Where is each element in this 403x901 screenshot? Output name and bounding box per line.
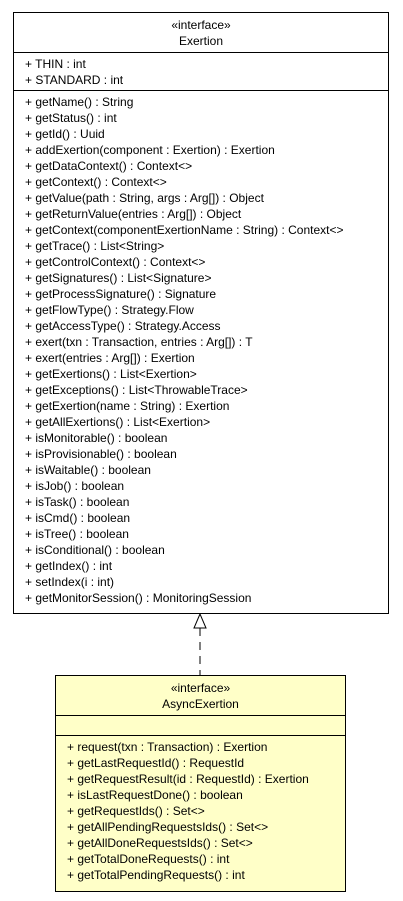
operation: + isTask() : boolean <box>25 495 130 509</box>
operation: + getStatus() : int <box>25 111 117 125</box>
operation: + getControlContext() : Context<> <box>25 255 206 269</box>
operation: + isLastRequestDone() : boolean <box>67 788 243 802</box>
async-exertion-operations: + request(txn : Transaction) : Exertion +… <box>56 736 345 885</box>
operation: + exert(txn : Transaction, entries : Arg… <box>25 335 253 349</box>
exertion-operations: + getName() : String + getStatus() : int +… <box>14 91 388 608</box>
async-exertion-class-box[interactable]: «interface» AsyncExertion + request(txn … <box>55 675 346 892</box>
operation: + request(txn : Transaction) : Exertion <box>67 740 268 754</box>
exertion-class-name: Exertion <box>178 34 224 48</box>
operation: + getTotalDoneRequests() : int <box>67 852 230 866</box>
operation: + getAllDoneRequestsIds() : Set<> <box>67 836 253 850</box>
operation: + getAccessType() : Strategy.Access <box>25 319 221 333</box>
operation: + getRequestResult(id : RequestId) : Exe… <box>67 772 309 786</box>
operation: + getLastRequestId() : RequestId <box>67 756 245 770</box>
operation: + setIndex(i : int) <box>25 575 115 589</box>
operation: + getIndex() : int <box>25 559 113 573</box>
operation: + getTotalPendingRequests() : int <box>67 868 245 882</box>
async-exertion-stereotype: «interface» <box>170 681 231 695</box>
exertion-class-box[interactable]: «interface» Exertion + THIN : int + STAN… <box>13 12 389 614</box>
attribute: + THIN : int <box>25 57 86 71</box>
operation: + isCmd() : boolean <box>25 511 131 525</box>
realization-arrowhead-icon <box>193 612 207 629</box>
async-exertion-class-name: AsyncExertion <box>162 697 239 711</box>
operation: + exert(entries : Arg[]) : Exertion <box>25 351 195 365</box>
operation: + isJob() : boolean <box>25 479 125 493</box>
operation: + getAllPendingRequestsIds() : Set<> <box>67 820 269 834</box>
operation: + isTree() : boolean <box>25 527 129 541</box>
operation: + getProcessSignature() : Signature <box>25 287 217 301</box>
operation: + addExertion(component : Exertion) : Ex… <box>25 143 275 157</box>
operation: + getFlowType() : Strategy.Flow <box>25 303 194 317</box>
operation: + getName() : String <box>25 95 134 109</box>
exertion-attributes: + THIN : int + STANDARD : int <box>14 53 388 91</box>
operation: + getContext() : Context<> <box>25 175 167 189</box>
operation: + getId() : Uuid <box>25 127 105 141</box>
exertion-stereotype: «interface» <box>171 18 231 32</box>
operation: + getAllExertions() : List<Exertion> <box>25 415 211 429</box>
operation: + getValue(path : String, args : Arg[]) … <box>25 191 264 205</box>
operation: + getSignatures() : List<Signature> <box>25 271 212 285</box>
operation: + getReturnValue(entries : Arg[]) : Obje… <box>25 207 242 221</box>
operation: + getTrace() : List<String> <box>25 239 165 253</box>
attribute: + STANDARD : int <box>25 73 124 87</box>
operation: + isWaitable() : boolean <box>25 463 151 477</box>
operation: + isProvisionable() : boolean <box>25 447 177 461</box>
operation: + getExertions() : List<Exertion> <box>25 367 197 381</box>
operation: + getContext(componentExertionName : Str… <box>25 223 344 237</box>
operation: + getMonitorSession() : MonitoringSessio… <box>25 591 252 605</box>
operation: + isConditional() : boolean <box>25 543 165 557</box>
operation: + getExceptions() : List<ThrowableTrace> <box>25 383 248 397</box>
operation: + getRequestIds() : Set<> <box>67 804 205 818</box>
exertion-header: «interface» Exertion <box>14 13 388 53</box>
operation: + isMonitorable() : boolean <box>25 431 168 445</box>
async-exertion-header: «interface» AsyncExertion <box>56 676 345 716</box>
operation: + getExertion(name : String) : Exertion <box>25 399 230 413</box>
operation: + getDataContext() : Context<> <box>25 159 193 173</box>
async-exertion-attributes <box>56 716 345 736</box>
